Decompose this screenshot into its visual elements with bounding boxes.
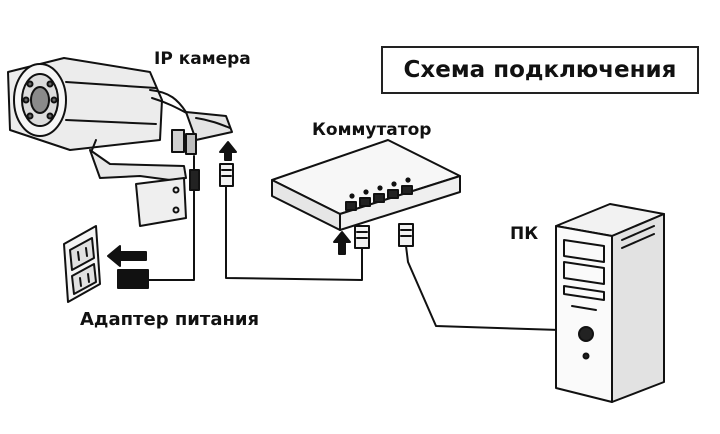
rj45-connector-icon [219,163,414,249]
switch-label: Коммутатор [312,120,432,140]
arrow-icon [107,141,351,267]
camera-ethernet-cable [225,185,363,281]
pc-label: ПК [510,224,539,244]
pc-ethernet-cable [405,245,561,331]
power-outlet-icon [63,225,101,303]
network-switch-icon [271,139,461,231]
power-plug-icon [117,169,200,289]
camera-label: IP камера [154,49,251,69]
ip-camera-icon [7,57,233,227]
power-adapter-label: Адаптер питания [80,309,260,330]
pc-tower-icon [555,203,665,403]
power-cable [147,155,195,281]
diagram-title-box: Схема подключения [381,46,699,94]
diagram-title: Схема подключения [403,57,677,83]
